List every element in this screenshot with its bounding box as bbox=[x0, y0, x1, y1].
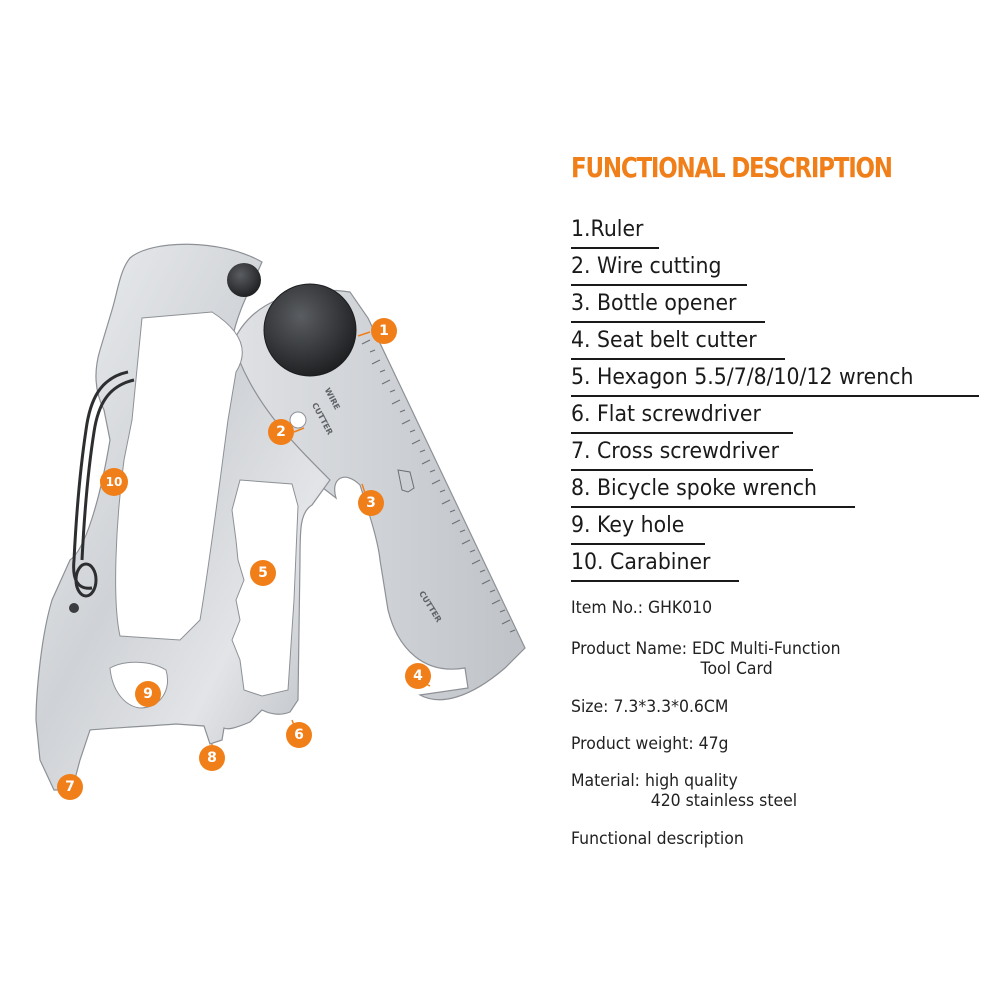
feature-item-hexagon-wrench: 5. Hexagon 5.5/7/8/10/12 wrench bbox=[571, 362, 981, 399]
marker-5: 5 bbox=[250, 560, 276, 586]
multi-tool-image: WIRE CUTTER CUTTER 1 2 3 4 5 6 7 bbox=[35, 243, 526, 800]
wire-cutter-hole bbox=[289, 411, 307, 429]
feature-item-carabiner: 10. Carabiner bbox=[571, 547, 981, 584]
feature-list: 1.Ruler 2. Wire cutting 3. Bottle opener… bbox=[571, 214, 981, 584]
feature-item-flat-screwdriver: 6. Flat screwdriver bbox=[571, 399, 981, 436]
product-material: Material: high quality 420 stainless ste… bbox=[571, 771, 798, 810]
pin-screw-icon bbox=[227, 263, 261, 297]
marker-6: 6 bbox=[286, 722, 312, 748]
feature-item-cross-screwdriver: 7. Cross screwdriver bbox=[571, 436, 981, 473]
marker-7: 7 bbox=[57, 774, 83, 800]
svg-text:5: 5 bbox=[258, 565, 268, 581]
item-number: Item No.: GHK010 bbox=[571, 598, 713, 617]
product-name: Product Name: EDC Multi-Function Tool Ca… bbox=[571, 639, 841, 678]
svg-text:8: 8 bbox=[207, 750, 217, 766]
svg-text:6: 6 bbox=[294, 727, 304, 743]
feature-item-bottle-opener: 3. Bottle opener bbox=[571, 288, 981, 325]
svg-text:1: 1 bbox=[379, 323, 389, 339]
ruler-ticks bbox=[361, 339, 516, 633]
marker-1: 1 bbox=[371, 318, 397, 344]
functional-description-heading: FUNCTIONAL DESCRIPTION bbox=[571, 151, 893, 184]
feature-item-bicycle-spoke-wrench: 8. Bicycle spoke wrench bbox=[571, 473, 981, 510]
marker-2: 2 bbox=[268, 419, 294, 445]
feature-item-ruler: 1.Ruler bbox=[571, 214, 981, 251]
feature-item-seat-belt-cutter: 4. Seat belt cutter bbox=[571, 325, 981, 362]
marker-3: 3 bbox=[358, 490, 384, 516]
marker-8: 8 bbox=[199, 745, 225, 771]
footer-text: Functional description bbox=[571, 829, 744, 848]
product-size: Size: 7.3*3.3*0.6CM bbox=[571, 697, 729, 716]
marker-4: 4 bbox=[405, 663, 431, 689]
hole-icon bbox=[69, 603, 79, 613]
feature-item-wire-cutting: 2. Wire cutting bbox=[571, 251, 981, 288]
svg-text:9: 9 bbox=[143, 686, 153, 702]
upper-cutout bbox=[115, 311, 243, 641]
svg-text:2: 2 bbox=[276, 424, 286, 440]
marker-10: 10 bbox=[100, 468, 128, 496]
svg-text:10: 10 bbox=[106, 475, 123, 489]
hex-wrench-cutout bbox=[231, 479, 299, 697]
svg-text:4: 4 bbox=[413, 668, 423, 684]
product-weight: Product weight: 47g bbox=[571, 734, 729, 753]
svg-text:3: 3 bbox=[366, 495, 376, 511]
svg-text:7: 7 bbox=[65, 779, 75, 795]
marker-9: 9 bbox=[135, 681, 161, 707]
pivot-screw-icon bbox=[263, 283, 357, 377]
feature-item-key-hole: 9. Key hole bbox=[571, 510, 981, 547]
bottle-engraving bbox=[397, 469, 415, 493]
